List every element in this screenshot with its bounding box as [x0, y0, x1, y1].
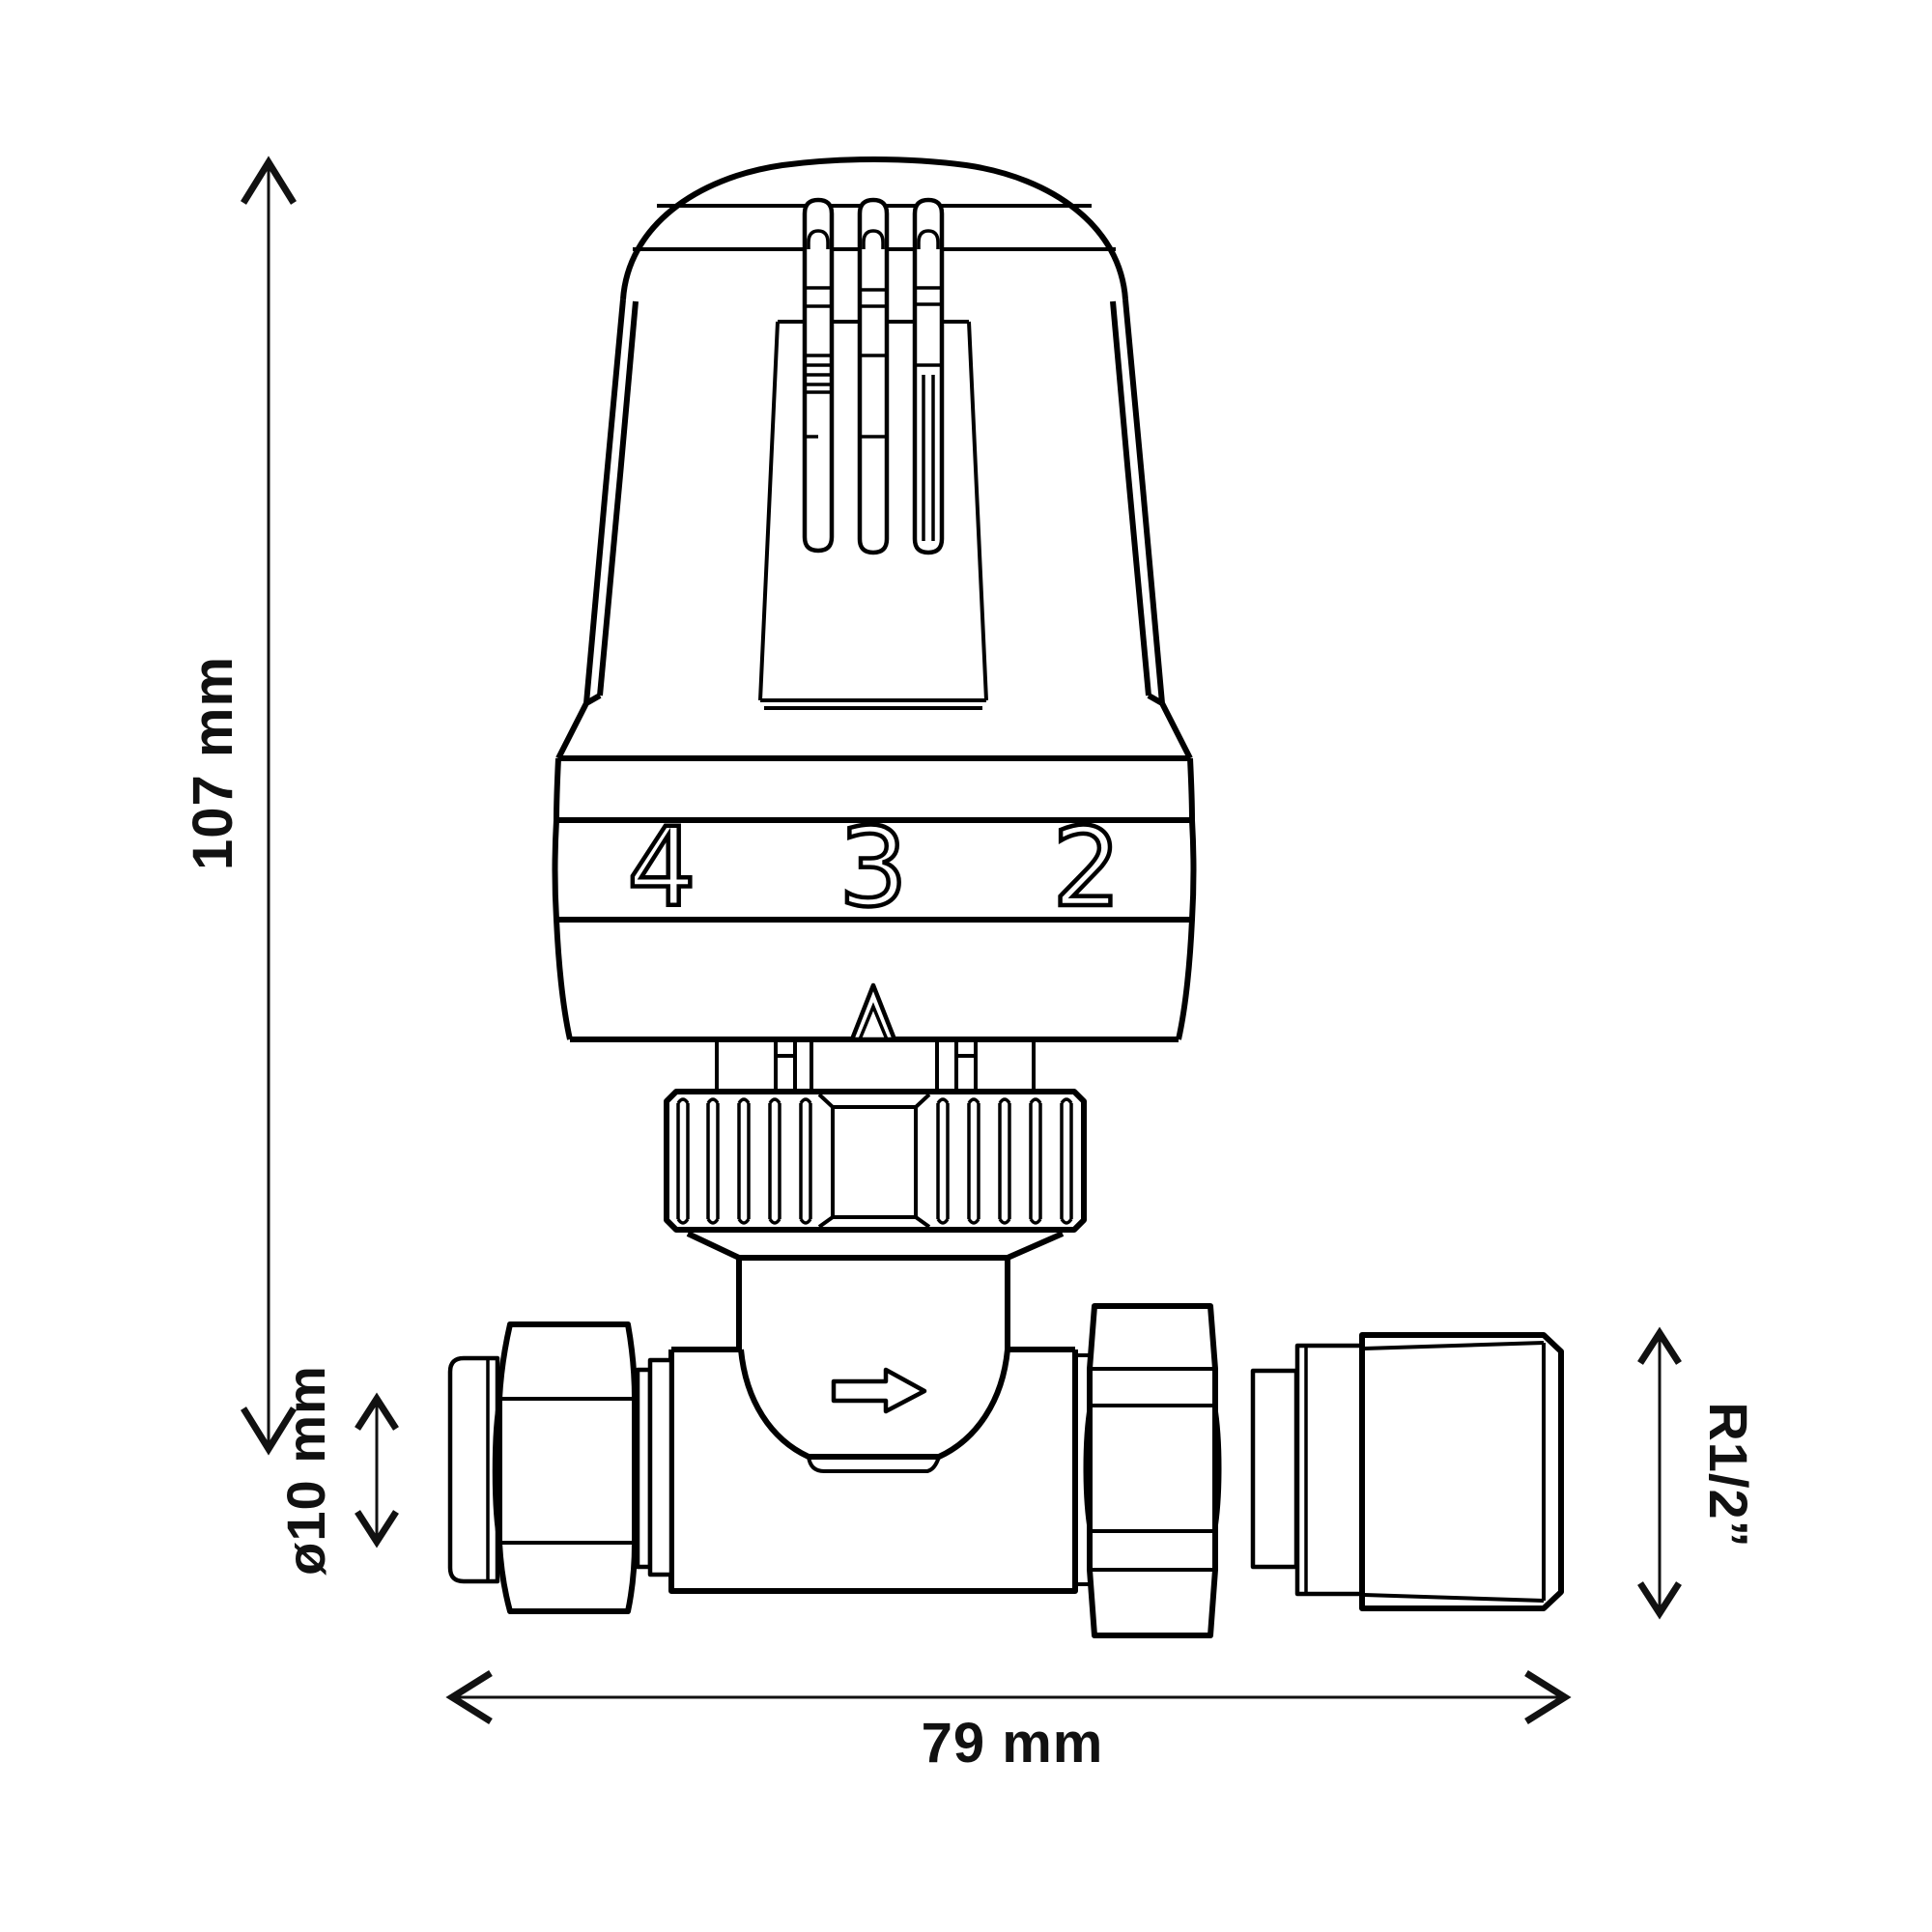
length-dimension-label: 79 mm: [922, 1712, 1104, 1775]
head-shell-sides: [555, 298, 1193, 760]
dimension-overall-length: 79 mm: [445, 1670, 1572, 1775]
tail-tube: [1250, 1368, 1299, 1570]
head-stem: [715, 1039, 1036, 1094]
head-dome-cap: [620, 156, 1128, 300]
dial-ring-bands: [552, 755, 1197, 1042]
height-dimension-label: 107 mm: [182, 656, 244, 870]
grip-rib-inner-caps: [807, 229, 940, 249]
grip-rib-ticks: [805, 286, 942, 541]
inlet-flange-plate: [647, 1357, 674, 1577]
lock-ring-flat-window: [817, 1093, 931, 1229]
flow-direction-arrow-icon: [831, 1367, 927, 1414]
dial-number-2: 2: [1052, 806, 1121, 931]
compression-nut: [497, 1321, 638, 1614]
tailpiece-thread-lines: [1363, 1341, 1546, 1603]
body-neck: [686, 1231, 1065, 1350]
union-nut-facets: [1083, 1367, 1222, 1572]
outlet-thread-label: R1/2”: [1698, 1402, 1759, 1548]
lock-ring-body: [664, 1089, 1087, 1233]
dial-number-3: 3: [838, 806, 907, 931]
lock-ring-knurling: [676, 1097, 1073, 1225]
dimension-inlet-diameter: ø10 mm: [275, 1365, 399, 1576]
inlet-diameter-label: ø10 mm: [275, 1365, 336, 1576]
temperature-dial-numbers: 4 3 2: [625, 804, 1123, 934]
body-cup-inner-line: [807, 1456, 941, 1473]
body-cup: [738, 1349, 1010, 1460]
dimension-outlet-thread: R1/2”: [1637, 1326, 1759, 1620]
grip-rib-right: [912, 197, 945, 555]
dial-number-4: 4: [627, 806, 696, 931]
dimension-overall-height: 107 mm: [182, 156, 297, 1456]
outlet-union-and-tailpiece: [1083, 1303, 1564, 1638]
valve-body: [668, 1231, 1092, 1594]
compression-nut-facets: [492, 1397, 642, 1545]
inlet-diameter-arrowheads: [355, 1392, 399, 1548]
knurled-lock-ring: [664, 1089, 1087, 1233]
male-thread-tailpiece: [1359, 1332, 1564, 1611]
height-dimension-arrowheads: [241, 156, 297, 1456]
stem-lines: [715, 1039, 1036, 1094]
outlet-thread-arrowheads: [1637, 1326, 1682, 1620]
thermostatic-head: 4 3 2: [552, 156, 1197, 1042]
dial-pointer-inner: [857, 1002, 890, 1041]
length-dimension-arrowheads: [445, 1670, 1572, 1724]
union-nut: [1087, 1303, 1218, 1638]
inlet-compression-fitting: [447, 1321, 674, 1614]
compression-end-cap: [447, 1355, 500, 1584]
dial-pointer-icon: [849, 982, 897, 1042]
grip-rib-center: [857, 197, 890, 555]
